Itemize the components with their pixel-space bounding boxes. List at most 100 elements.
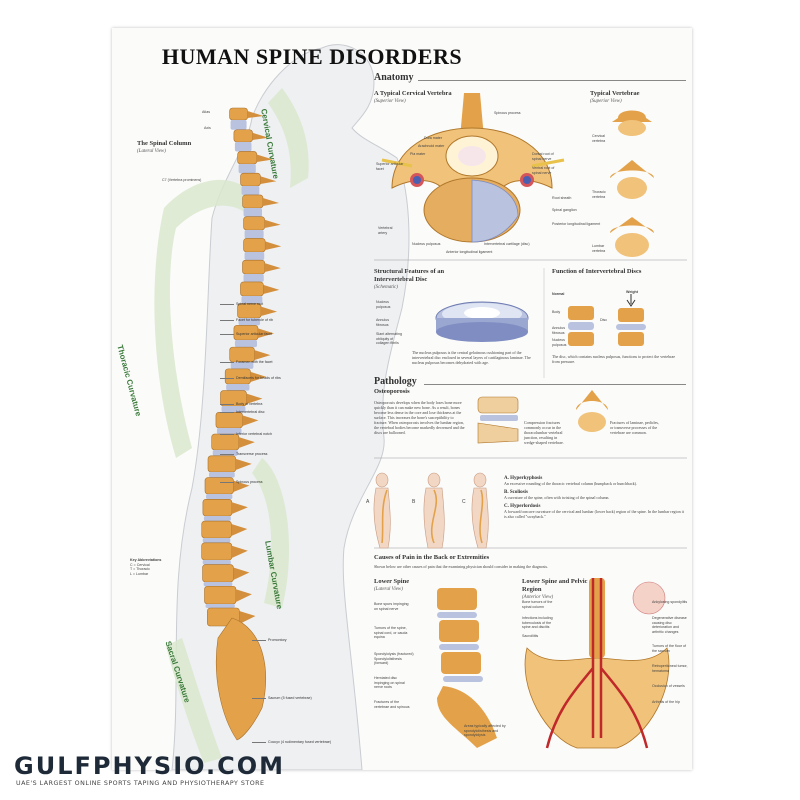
pelvic-label: Sacroiliitis: [522, 634, 539, 638]
sacrum: [215, 617, 267, 741]
pelvic-label: Tumors of the floor of the sacrum: [652, 644, 687, 653]
spinous-process: [264, 219, 281, 228]
disc-label: Nucleus pulposus: [376, 300, 391, 309]
disc-label: Annulus fibrosus: [376, 318, 389, 327]
spinous-process: [256, 154, 273, 162]
spinous-process: [238, 437, 255, 448]
cervical-label: Dura mater: [424, 136, 442, 140]
intervertebral-disc: [244, 230, 264, 239]
vertebra: [201, 542, 233, 561]
disc-structure-title: Structural Features of an Intervertebral…: [374, 268, 445, 290]
spinous-process: [254, 350, 271, 360]
lower-spine-label: Herniated disc impinging on spinal nerve…: [374, 676, 405, 690]
function-label: Annulus fibrosus: [552, 326, 565, 335]
anatomy-rule: [418, 80, 686, 81]
condition-description: A forward/concave curvature of the cervi…: [504, 509, 684, 519]
intervertebral-disc: [243, 208, 262, 217]
pelvic-label: Retroperitoneal tumor, hematoma: [652, 664, 688, 673]
spine-feature-label: Demifacets for heads of ribs: [220, 376, 281, 380]
disc-description: The nucleus pulposus is the central gela…: [412, 350, 531, 365]
function-label: Weight: [626, 290, 638, 294]
vertebra: [201, 520, 232, 539]
vertebra: [240, 172, 261, 187]
lower-spine-label: Tumors of the spine, spinal cord, or cau…: [374, 626, 408, 640]
spinous-process: [263, 284, 280, 294]
anatomy-heading: Anatomy: [374, 72, 414, 83]
cervical-label: Root sheath: [552, 196, 572, 200]
spinous-process: [231, 545, 248, 558]
spine-feature-label: Body of vertebra: [220, 402, 262, 406]
spinous-process: [265, 241, 282, 250]
anatomy-illustration: [154, 44, 687, 770]
atlas-label: Atlas: [202, 110, 210, 114]
intervertebral-disc: [238, 164, 256, 174]
lower-spine-label: Areas typically affected by spondylolist…: [464, 724, 506, 738]
spinous-process: [252, 132, 269, 140]
cervical-label: Intervertebral cartilage (disc): [484, 242, 530, 246]
pelvic-label: Bone tumors of the spinal column: [522, 600, 553, 609]
pathology-heading: Pathology: [374, 376, 417, 387]
spinous-process: [235, 589, 252, 602]
spinous-process: [247, 111, 264, 118]
intervertebral-disc: [243, 274, 264, 282]
spine-feature-label: Foramen with the facet: [220, 360, 273, 364]
intervertebral-disc: [209, 472, 235, 478]
vertebra: [243, 238, 266, 253]
causes-intro: Shown below are other causes of pain tha…: [374, 564, 549, 569]
pelvic-label: Infections including tuberculosis of the…: [522, 616, 553, 630]
intervertebral-disc: [234, 142, 252, 152]
cervical-label: Dorsal root of spinal nerve: [532, 152, 554, 161]
figure-letter: C: [462, 499, 466, 505]
spinous-process: [260, 176, 277, 184]
vertebra: [202, 564, 234, 583]
function-label: Disc: [600, 318, 607, 322]
poster-title: HUMAN SPINE DISORDERS: [161, 44, 463, 69]
lower-spine-label: Bone spurs impinging on spinal nerve: [374, 602, 409, 611]
intervertebral-disc: [244, 252, 265, 261]
spine-feature-label: Intervertebral disc: [220, 410, 265, 414]
causes-heading: Causes of Pain in the Back or Extremitie…: [374, 554, 490, 561]
spinous-process: [262, 197, 279, 206]
lower-spine-label: Spondylolysis (fractured) Spondylolisthe…: [374, 652, 414, 666]
pathology-rule: [424, 384, 686, 385]
condition-description: An excessive rounding of the thoracic ve…: [504, 481, 637, 486]
cervical-label: Superior articular facet: [376, 162, 404, 171]
intervertebral-disc: [205, 604, 235, 608]
function-label: Nucleus pulposus: [552, 338, 567, 347]
cervical-label: Vertebral artery: [378, 226, 393, 235]
spinous-process: [233, 567, 250, 580]
cervical-vertebra-title: A Typical Cervical Vertebra (Superior Vi…: [374, 90, 452, 104]
vertebra: [242, 194, 264, 209]
spinous-process: [231, 502, 248, 514]
figure-letter: B: [412, 499, 416, 505]
spinous-process: [239, 611, 256, 624]
vertebra: [202, 499, 233, 517]
spine-feature-label: Spinal nerve root: [220, 302, 263, 306]
spinal-column-title: The Spinal Column (Lateral View): [137, 140, 192, 154]
vertebra: [215, 412, 243, 429]
key-abbreviations: Key Abbreviations C = Cervical T = Thora…: [130, 558, 162, 576]
typical-label: Cervical vertebra: [592, 134, 606, 143]
c7-label: C7 (Vertebra prominens): [162, 178, 202, 182]
intervertebral-disc: [202, 538, 231, 543]
intervertebral-disc: [203, 516, 231, 522]
spinous-process: [264, 263, 281, 272]
vertebra: [229, 107, 248, 121]
function-label: Body: [552, 310, 561, 314]
vertebra: [207, 455, 237, 473]
spinous-process: [242, 415, 259, 426]
intervertebral-disc: [206, 494, 233, 500]
cervical-label: Posterior longitudinal ligament: [552, 222, 601, 226]
intervertebral-disc: [234, 340, 258, 348]
vertebra: [211, 433, 240, 451]
spine-feature-label: Spinous process: [220, 480, 263, 484]
spine-feature-label: Sacrum (5 fused vertebrae): [252, 696, 312, 700]
fracture-description: Fractures of laminae, pedicles, or trans…: [610, 420, 659, 435]
spine-feature-label: Facet for tubercle of rib: [220, 318, 273, 322]
spine-feature-label: Transverse process: [220, 452, 267, 456]
spine-feature-label: Superior articular facet: [220, 332, 272, 336]
condition-name: A. Hyperkyphosis: [504, 476, 543, 481]
